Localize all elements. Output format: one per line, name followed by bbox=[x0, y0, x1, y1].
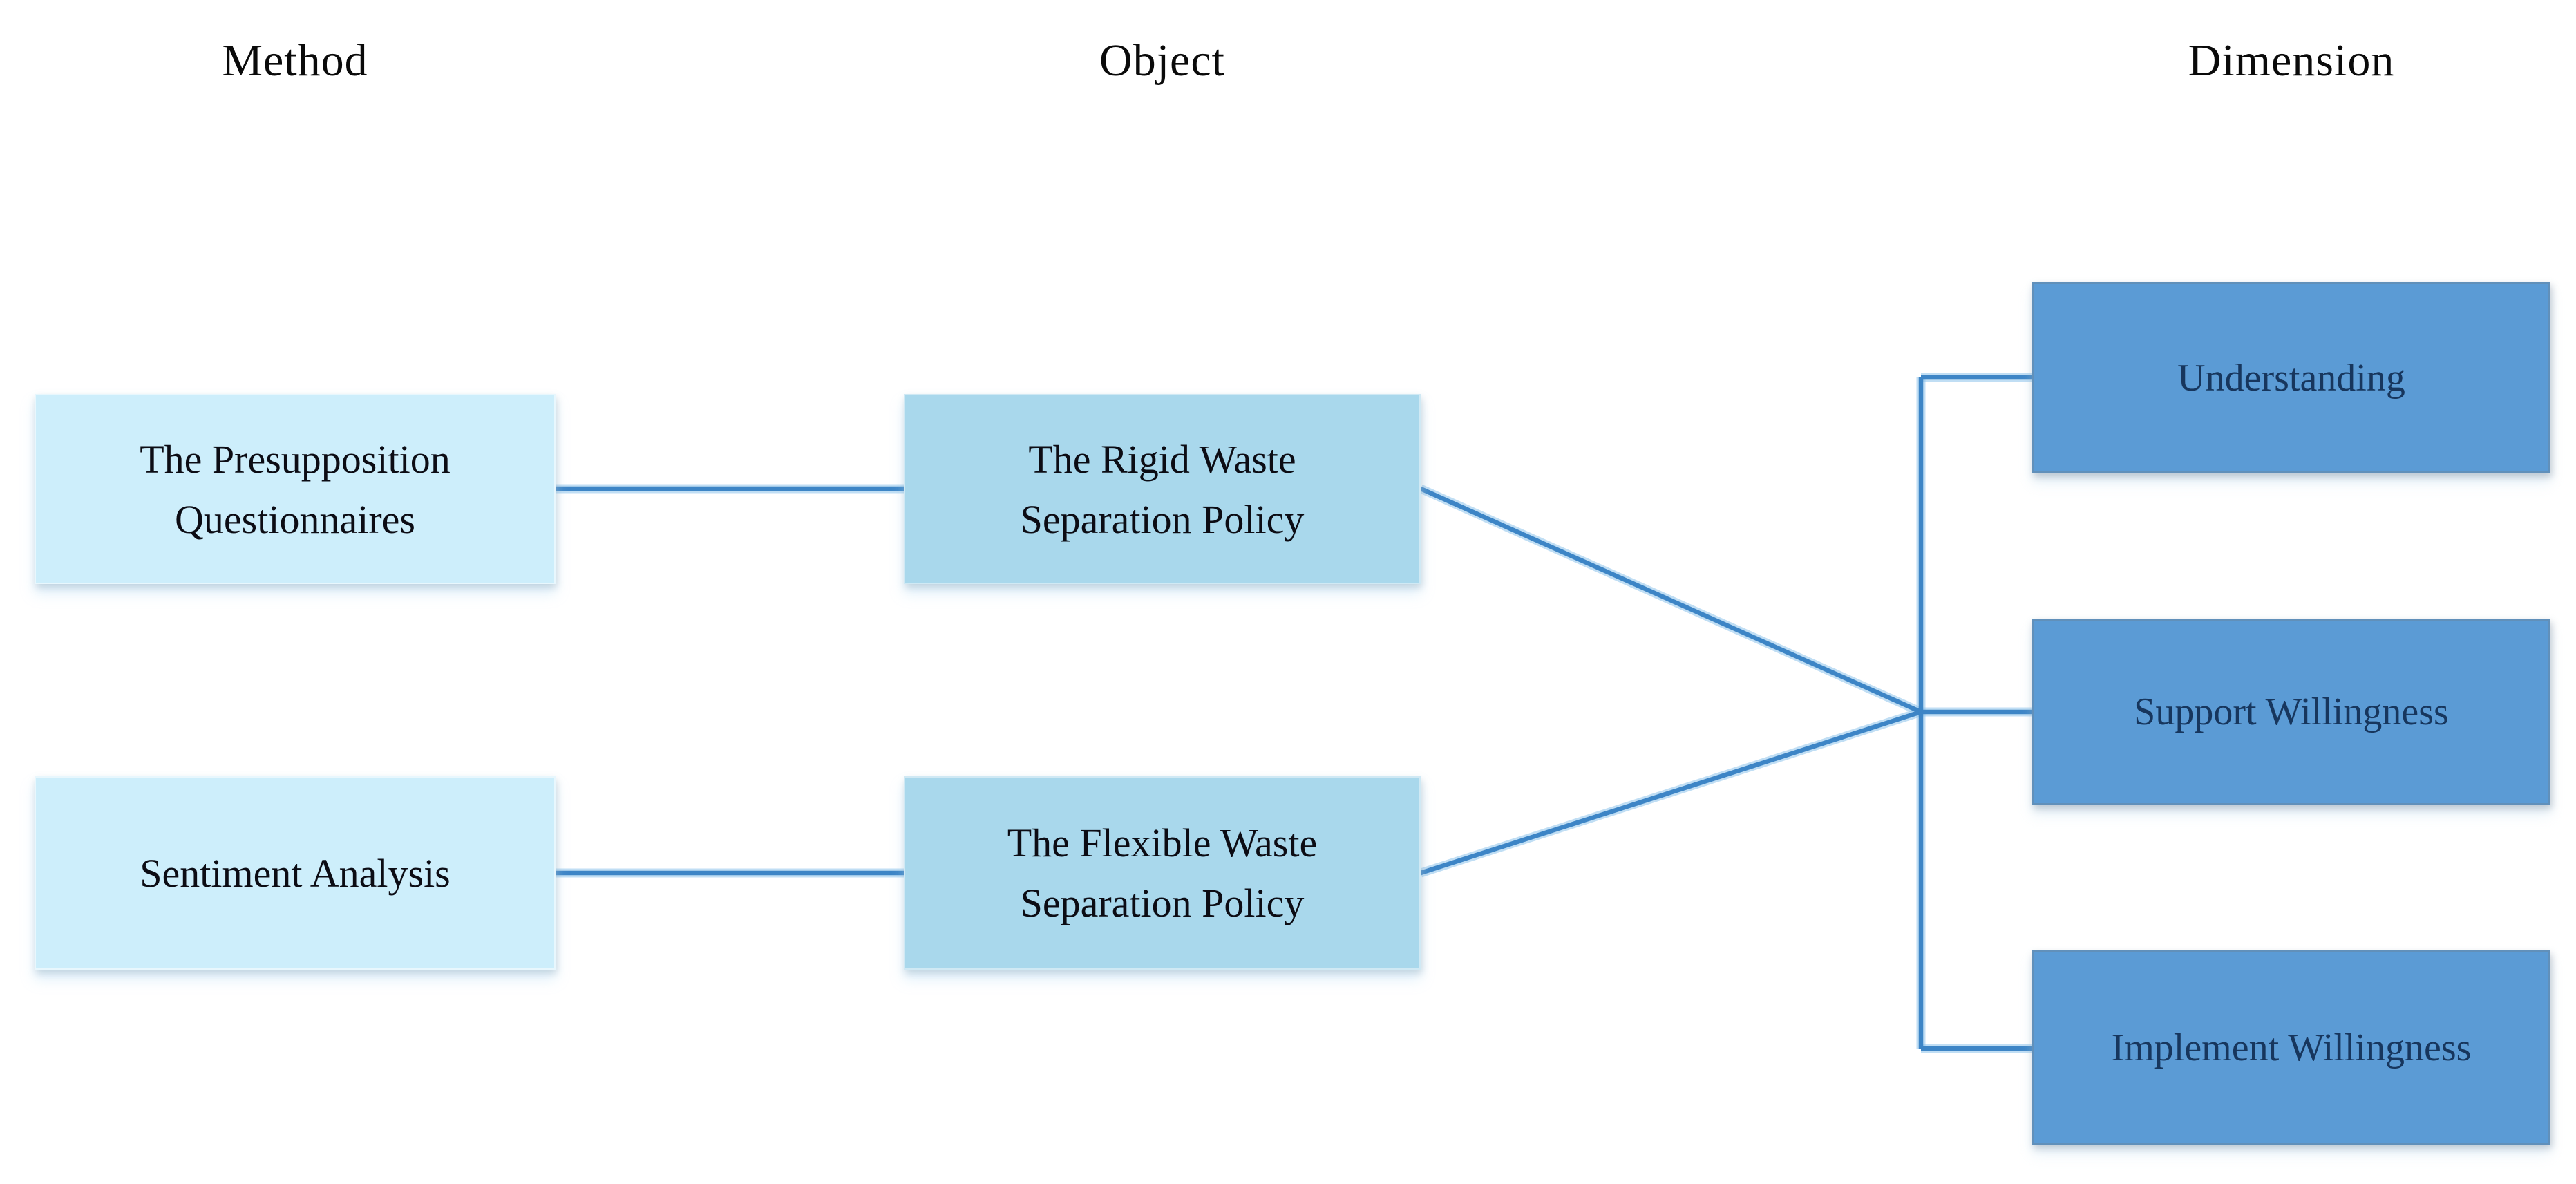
node-flexible-waste-separation-policy: The Flexible Waste Separation Policy bbox=[904, 776, 1421, 970]
column-header-method: Method bbox=[222, 35, 368, 86]
node-sentiment-analysis: Sentiment Analysis bbox=[35, 776, 556, 970]
node-rigid-waste-separation-policy: The Rigid Waste Separation Policy bbox=[904, 394, 1421, 584]
node-understanding: Understanding bbox=[2032, 282, 2550, 473]
column-header-object: Object bbox=[1099, 35, 1225, 86]
node-implement-willingness: Implement Willingness bbox=[2032, 950, 2550, 1145]
node-support-willingness: Support Willingness bbox=[2032, 619, 2550, 805]
node-presupposition-questionnaires: The Presupposition Questionnaires bbox=[35, 394, 556, 584]
column-header-dimension: Dimension bbox=[2188, 35, 2395, 86]
